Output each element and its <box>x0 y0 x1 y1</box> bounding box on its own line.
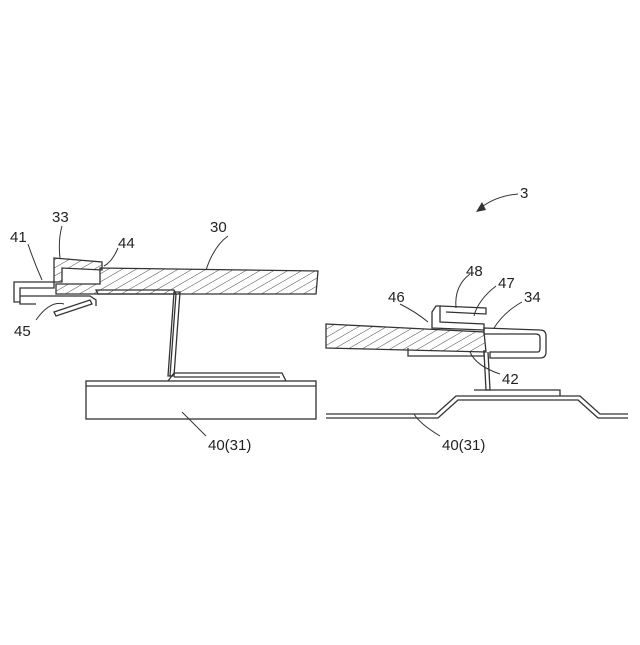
leader-46 <box>400 304 428 322</box>
label-40-left: 40(31) <box>208 437 251 454</box>
label-34: 34 <box>524 289 541 306</box>
label-40-right: 40(31) <box>442 437 485 454</box>
label-3: 3 <box>520 185 528 202</box>
label-45: 45 <box>14 323 31 340</box>
leader-30 <box>206 236 228 270</box>
leader-33 <box>59 226 62 258</box>
edge-member-41 <box>14 282 54 302</box>
leader-34 <box>494 302 522 328</box>
leader-41 <box>28 244 42 280</box>
label-42: 42 <box>502 371 519 388</box>
leader-44 <box>104 248 118 266</box>
hanger-42 <box>484 352 490 390</box>
leader-lines <box>28 194 522 436</box>
label-47: 47 <box>498 275 515 292</box>
cap-48 <box>440 306 486 314</box>
leader-40-left <box>182 412 206 436</box>
leader-45 <box>36 303 64 320</box>
cap-piece-44 <box>54 258 102 282</box>
clip-45 <box>54 300 92 316</box>
base-panel-left <box>86 381 316 419</box>
reference-labels: 3 30 33 41 44 45 40(31) 40(31) 48 47 46 … <box>10 185 541 454</box>
edge-foot <box>20 302 36 304</box>
leader-40-right <box>414 414 440 436</box>
arrow-head-3 <box>476 202 486 212</box>
label-46: 46 <box>388 289 405 306</box>
label-48: 48 <box>466 263 483 280</box>
panel-right <box>326 324 486 352</box>
return-hook-34 <box>484 328 546 358</box>
base-sheet-right-lower <box>326 400 628 418</box>
label-33: 33 <box>52 209 69 226</box>
label-30: 30 <box>210 219 227 236</box>
label-44: 44 <box>118 235 135 252</box>
bracket-web <box>168 292 180 376</box>
left-assembly <box>14 258 318 419</box>
panel-30 <box>56 268 318 294</box>
label-41: 41 <box>10 229 27 246</box>
base-pad <box>474 390 560 396</box>
leader-47 <box>474 286 496 316</box>
